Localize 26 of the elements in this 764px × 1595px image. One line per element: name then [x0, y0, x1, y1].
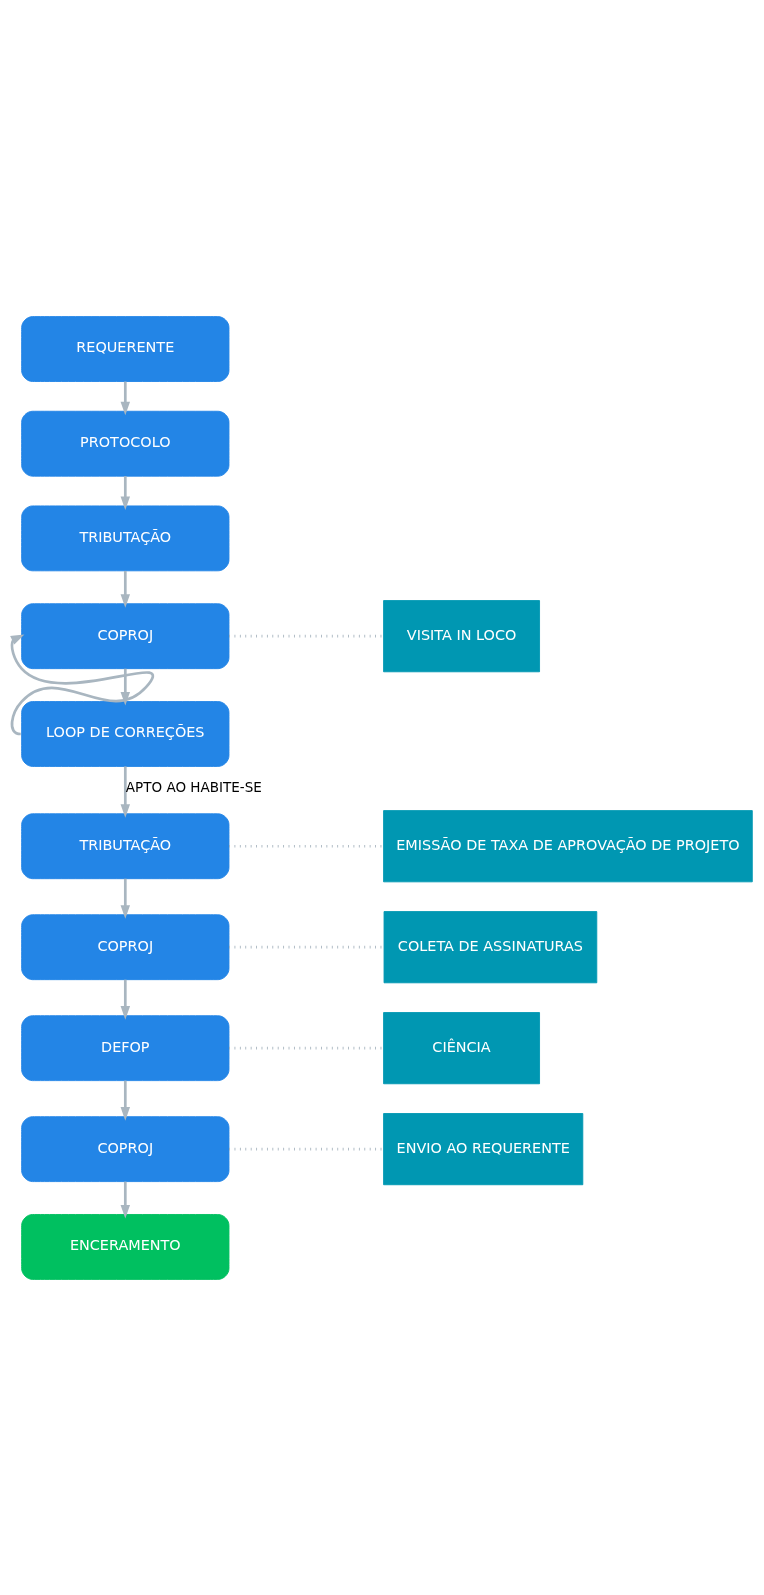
- arrow: [120, 766, 131, 818]
- node-box: REQUERENTE: [21, 315, 230, 382]
- node-box: ENCERAMENTO: [21, 1213, 230, 1280]
- arrow: [120, 979, 131, 1020]
- node-box: EMISSÃO DE TAXA DE APROVAÇÃO DE PROJETO: [383, 809, 753, 882]
- node-box: COPROJ: [21, 913, 230, 980]
- arrow: [120, 878, 131, 919]
- node-box: COPROJ: [21, 1115, 230, 1182]
- arrow: [120, 1181, 131, 1218]
- node-box: CIÊNCIA: [383, 1011, 540, 1084]
- arrow: [120, 1080, 131, 1121]
- node-box: TRIBUTAÇÃO: [21, 812, 230, 879]
- arrow: [120, 668, 131, 705]
- node-box: TRIBUTAÇÃO: [21, 504, 230, 571]
- node-box: ENVIO AO REQUERENTE: [383, 1112, 584, 1185]
- node-box: COPROJ: [21, 602, 230, 669]
- node-box: DEFOP: [21, 1014, 230, 1081]
- node-box: LOOP DE CORREÇÕES: [21, 700, 230, 767]
- arrow: [120, 381, 131, 415]
- node-box: COLETA DE ASSINATURAS: [383, 910, 598, 983]
- edge-label: APTO AO HABITE-SE: [125, 778, 262, 795]
- node-box: PROTOCOLO: [21, 410, 230, 477]
- arrow: [10, 633, 154, 735]
- arrow: [120, 475, 131, 510]
- node-box: VISITA IN LOCO: [383, 599, 540, 672]
- arrow: [120, 570, 131, 608]
